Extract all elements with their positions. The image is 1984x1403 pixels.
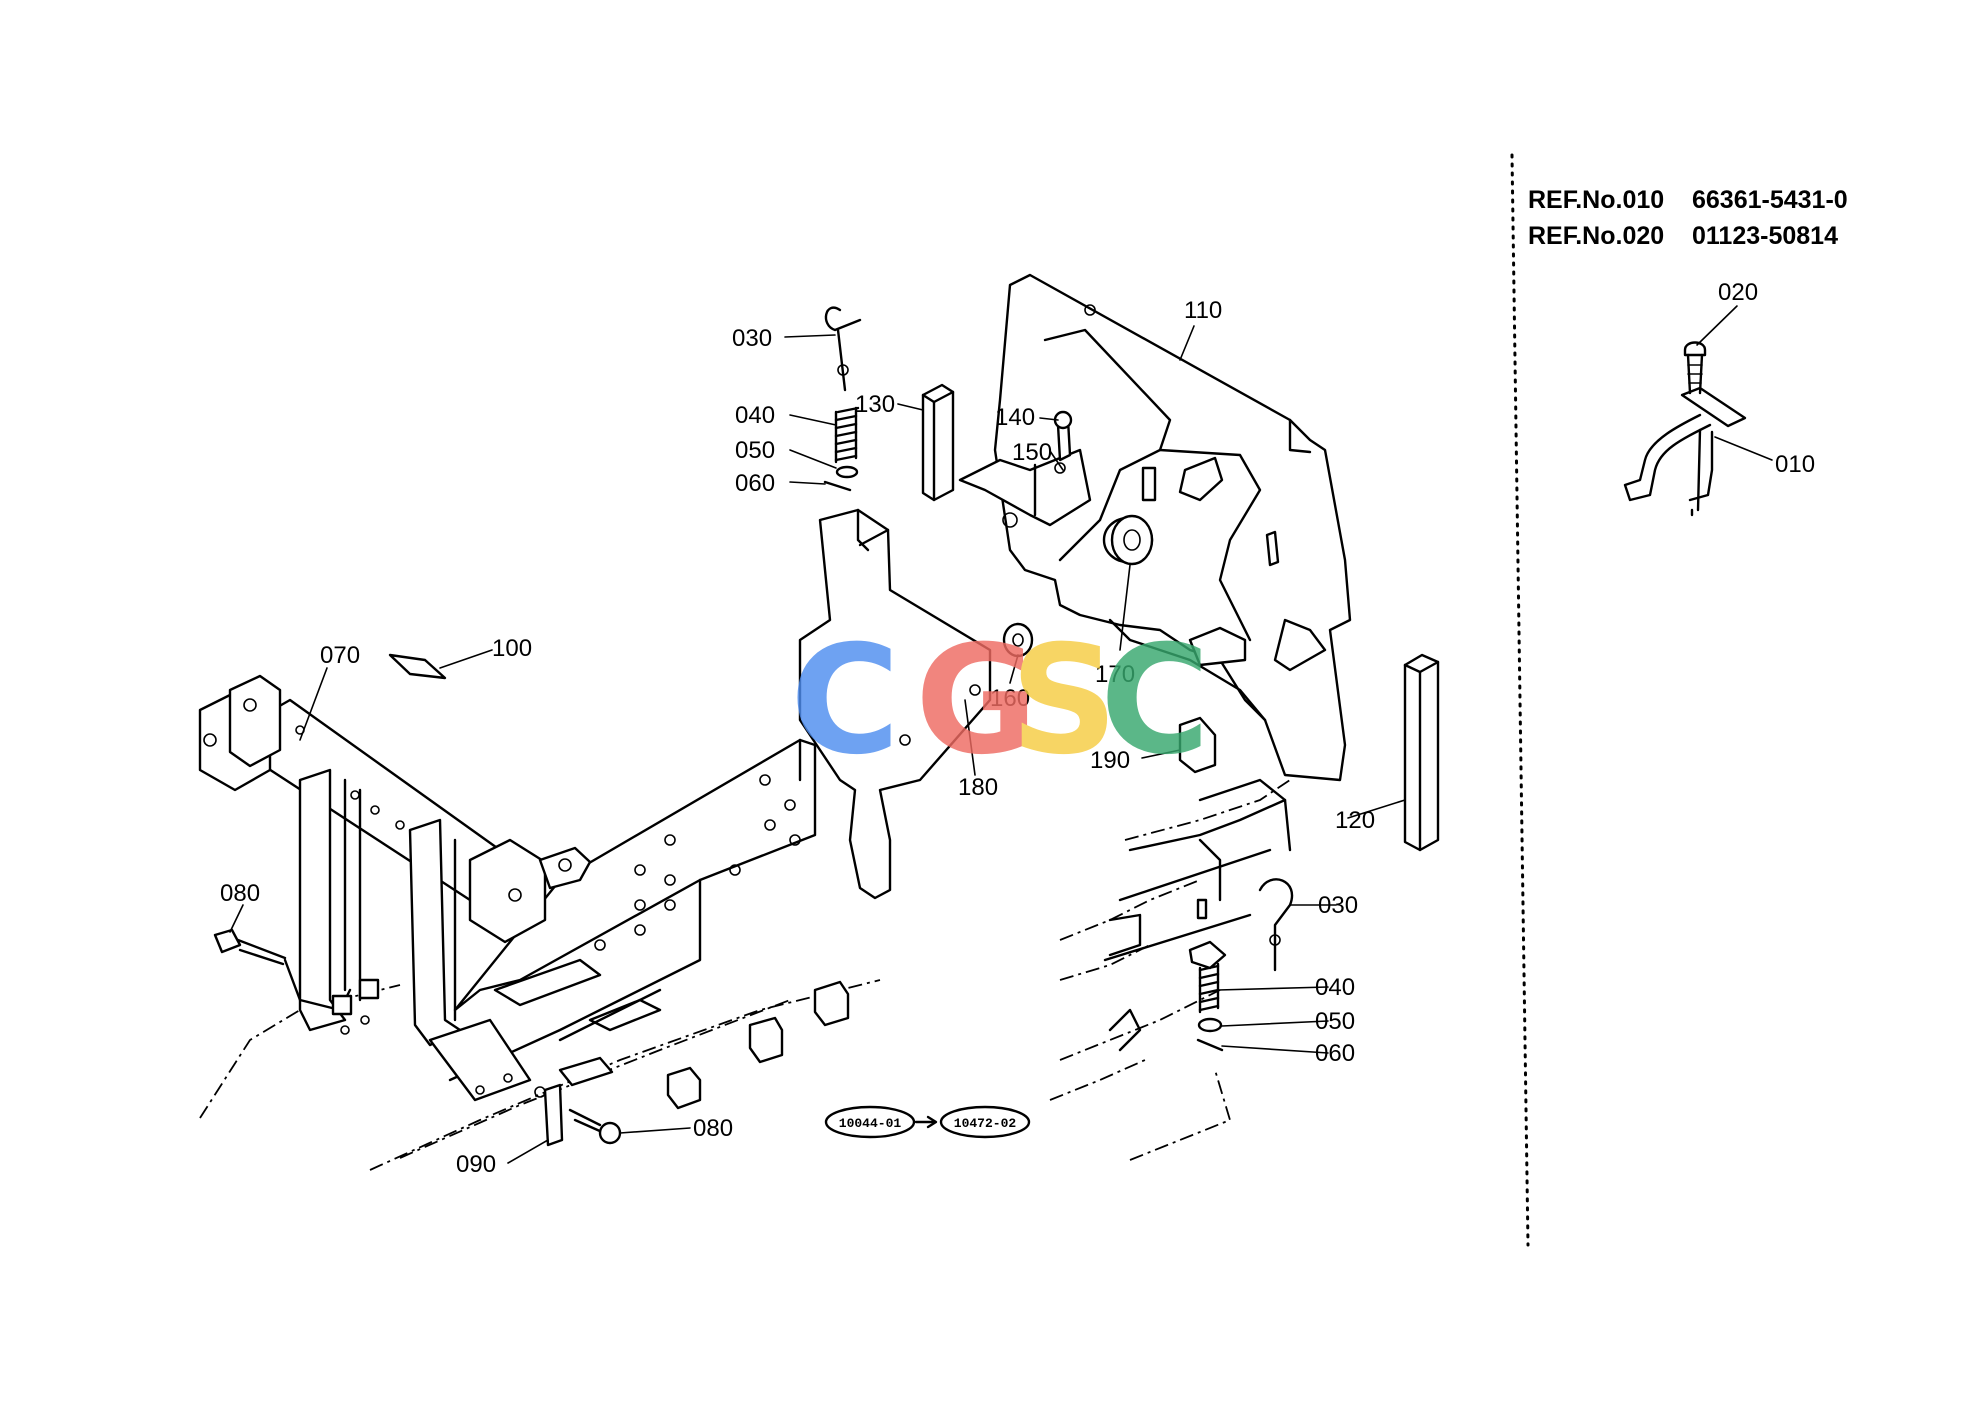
pin-060-upper xyxy=(823,480,852,492)
spacer-130 xyxy=(921,383,955,502)
ref-line-2-part: 01123-50814 xyxy=(1692,222,1838,250)
callout-040-lower: 040 xyxy=(1315,974,1355,1001)
callout-160: 160 xyxy=(990,685,1030,712)
panel-separator xyxy=(1510,153,1530,1247)
side-member xyxy=(448,738,817,1082)
hook-030-upper xyxy=(824,306,862,392)
hook-030-lower xyxy=(1258,878,1294,972)
callout-180: 180 xyxy=(958,774,998,801)
leader-lines xyxy=(229,325,1406,1164)
callout-050-lower: 050 xyxy=(1315,1008,1355,1035)
callout-050-upper: 050 xyxy=(735,437,775,464)
inset-bolt-020 xyxy=(1683,341,1707,395)
bolt-080-bottom xyxy=(568,1108,622,1145)
callout-090: 090 xyxy=(456,1151,496,1178)
pin-060-lower xyxy=(1196,1038,1224,1052)
small-blocks xyxy=(558,980,850,1110)
callout-110: 110 xyxy=(1184,297,1222,324)
bracket-140-150 xyxy=(958,410,1092,527)
inset-leaders xyxy=(1696,305,1773,461)
grommet-160 xyxy=(1002,622,1034,658)
callout-170: 170 xyxy=(1095,661,1135,688)
bracket-lower xyxy=(1188,940,1227,970)
callout-080-bottom: 080 xyxy=(693,1115,733,1142)
callout-030-lower: 030 xyxy=(1318,892,1358,919)
spacer-120 xyxy=(1403,653,1440,852)
callout-040-upper: 040 xyxy=(735,402,775,429)
right-body xyxy=(1103,778,1292,1052)
callout-130: 130 xyxy=(855,391,895,418)
ref-line-1-ref: REF.No.010 xyxy=(1528,186,1664,214)
spring-040-lower xyxy=(1198,962,1220,1014)
plate-090 xyxy=(534,1083,564,1147)
watermark-cgsc: C G S C xyxy=(790,614,1210,788)
watermark-letter-4: C xyxy=(1100,614,1210,788)
pulley-170 xyxy=(1110,514,1154,566)
callout-060-lower: 060 xyxy=(1315,1040,1355,1067)
callout-120: 120 xyxy=(1335,807,1375,834)
front-frame-070 xyxy=(198,674,592,1102)
callout-070: 070 xyxy=(320,642,360,669)
washer-050-upper xyxy=(835,465,859,479)
callout-060-upper: 060 xyxy=(735,470,775,497)
callout-labels: 030 040 050 060 130 110 140 150 070 100 … xyxy=(220,279,1815,1178)
callout-010-inset: 010 xyxy=(1775,451,1815,478)
watermark-letter-3: S xyxy=(1010,614,1118,788)
spring-040-upper xyxy=(834,406,860,464)
callout-140: 140 xyxy=(995,404,1035,431)
inset-bracket-010 xyxy=(1623,386,1747,517)
page-ref-from: 10044-01 xyxy=(839,1116,902,1131)
watermark-letter-1: C xyxy=(790,614,900,788)
side-plate-180 xyxy=(798,508,992,900)
callout-030-upper: 030 xyxy=(732,325,772,352)
ref-line-2-ref: REF.No.020 xyxy=(1528,222,1664,250)
callout-150: 150 xyxy=(1012,439,1052,466)
ref-block: REF.No.010 66361-5431-0 REF.No.020 01123… xyxy=(1528,186,1848,250)
page-ref-to: 10472-02 xyxy=(954,1116,1017,1131)
block-190 xyxy=(1178,716,1217,774)
plate-100 xyxy=(388,653,447,680)
callout-020-inset: 020 xyxy=(1718,279,1758,306)
page-reference: 10044-01 10472-02 xyxy=(824,1105,1031,1139)
watermark-letter-2: G xyxy=(915,614,1038,788)
callout-100: 100 xyxy=(492,635,532,662)
bolt-080-left xyxy=(213,928,287,966)
callout-080-left: 080 xyxy=(220,880,260,907)
washer-050-lower xyxy=(1197,1017,1223,1033)
callout-190: 190 xyxy=(1090,747,1130,774)
ref-line-1-part: 66361-5431-0 xyxy=(1692,186,1848,214)
